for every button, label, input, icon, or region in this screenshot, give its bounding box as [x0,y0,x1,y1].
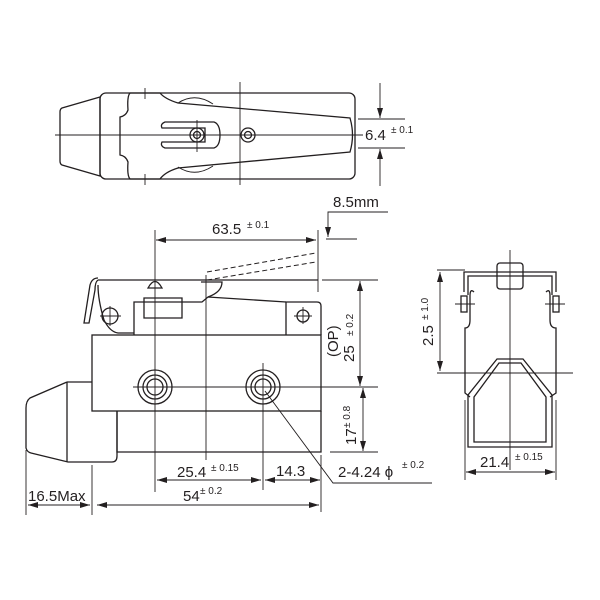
dim-side-travel: 2.5 [420,325,437,346]
dim-op-tol: ± 0.2 [345,313,356,336]
dim-side-travel-tol: ± 1.0 [420,297,431,320]
dim-top-width: 6.4 [365,127,386,144]
dim-mount-holes: 2-4.24 ϕ [338,464,393,481]
dim-mount-height-tol: ± 0.8 [342,405,353,428]
dim-mount-height: 17 [343,428,360,445]
dim-overtravel: 8.5mm [333,194,379,211]
dim-top-width-tol: ± 0.1 [391,125,414,136]
dim-lever-length: 63.5 [212,221,241,238]
dim-op: 25 [341,345,358,362]
dim-body-length-tol: ± 0.2 [200,486,223,497]
dim-hole-spacing: 25.4 [177,464,206,481]
end-view: 2.5 ± 1.0 21.4 ± 0.15 [420,250,573,480]
top-view: 6.4 ± 0.1 [55,82,414,186]
dim-lever-length-tol: ± 0.1 [247,220,270,231]
dim-mount-holes-tol: ± 0.2 [402,460,425,471]
dim-hole-edge: 14.3 [276,463,305,480]
dim-hole-spacing-tol: ± 0.15 [211,463,239,474]
dim-op-label: (OP) [325,325,342,357]
dim-body-width: 21.4 [480,454,509,471]
dim-body-width-tol: ± 0.15 [515,452,543,463]
dim-body-length: 54 [183,488,200,505]
side-view: 63.5 ± 0.1 8.5mm (OP) 25 ± 0.2 17 ± 0.8 … [25,194,432,515]
dim-cap-length: 16.5Max [28,488,86,505]
